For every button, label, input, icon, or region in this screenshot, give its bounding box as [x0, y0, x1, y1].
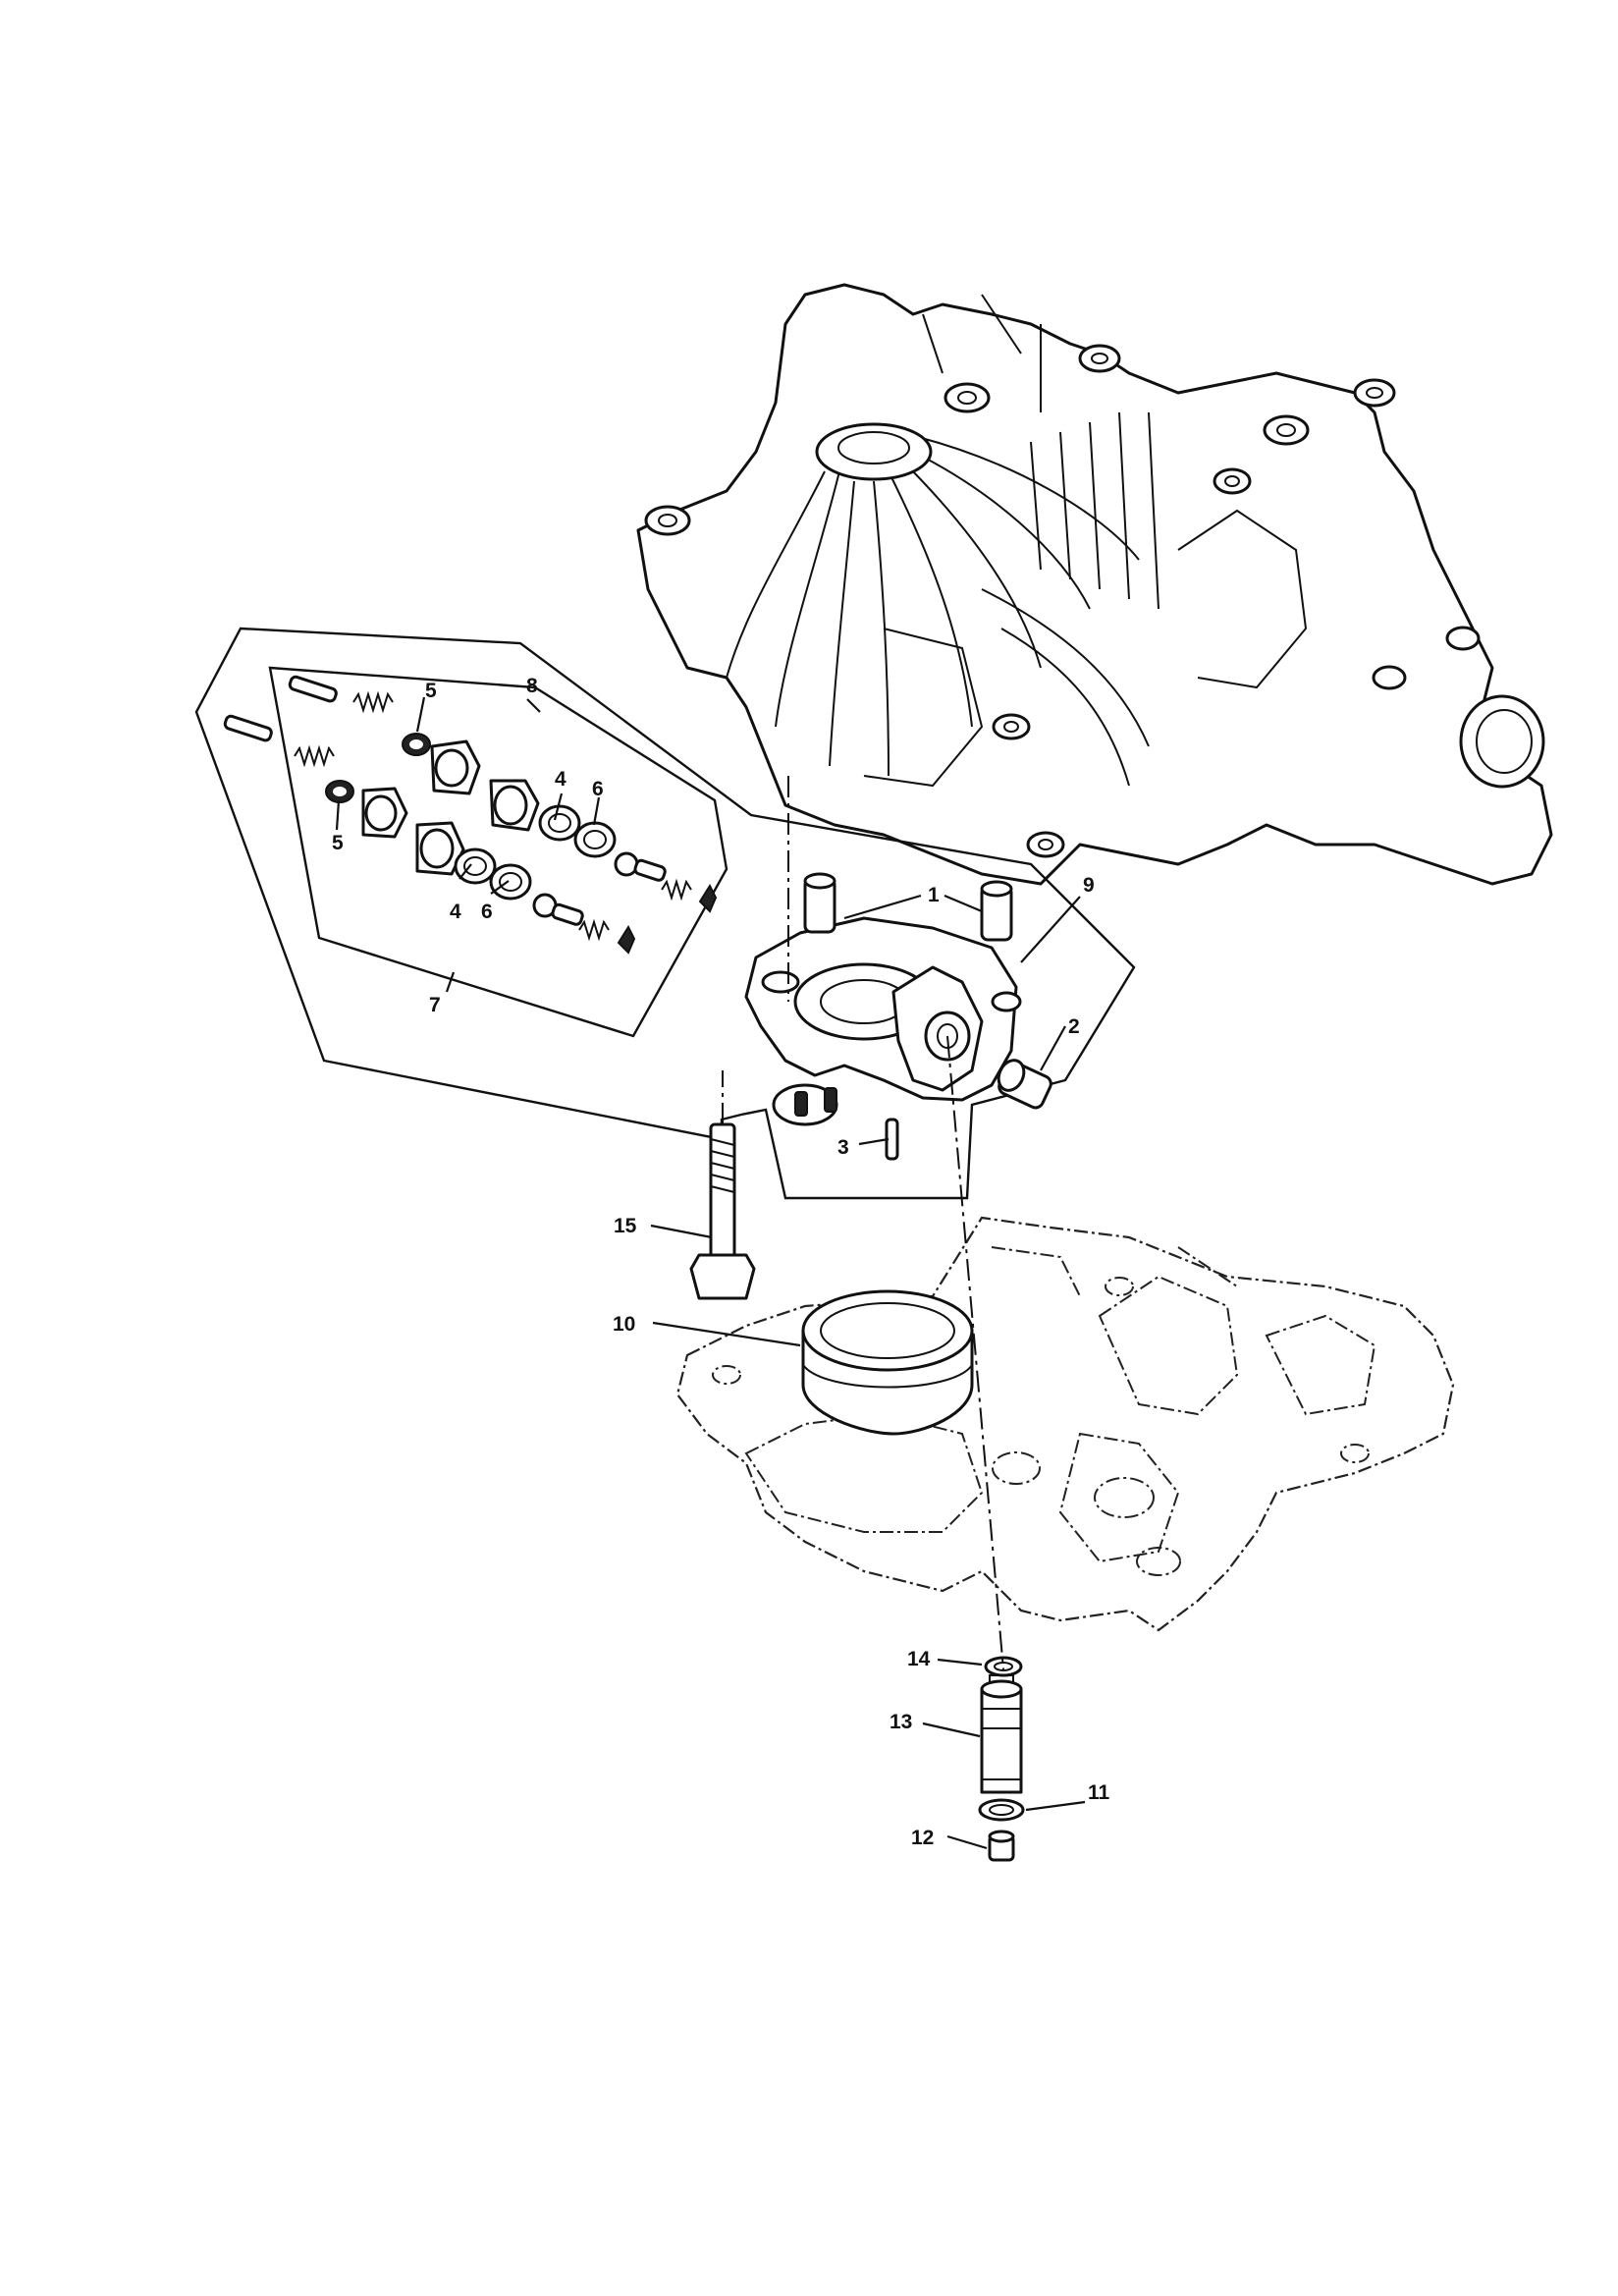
upper-housing: [636, 283, 1553, 886]
valve-row-lower: [223, 714, 636, 955]
callout-15: 15: [614, 1215, 637, 1237]
valve-body-stack: [978, 1656, 1025, 1862]
callout-14: 14: [907, 1648, 931, 1670]
callout-6-lower: 6: [481, 901, 493, 923]
o-ring: [978, 1798, 1025, 1822]
kit-boundary: [194, 627, 1136, 1200]
bolt: [689, 1122, 756, 1300]
assembly-centerlines: [722, 776, 1004, 1670]
callout-9: 9: [1083, 874, 1095, 897]
callout-2: 2: [1068, 1015, 1080, 1038]
callout-11: 11: [1088, 1781, 1110, 1804]
callout-12: 12: [911, 1827, 934, 1849]
leader-lines: [335, 696, 1086, 1850]
bushing: [997, 1059, 1052, 1110]
mounting-bosses: [644, 344, 1481, 858]
callout-5-lower: 5: [332, 832, 344, 854]
callout-6-upper: 6: [592, 778, 604, 800]
callouts: 1 2 3 4 4 5 5 6 6 7 8 9 10 11 12 13 14 1…: [332, 675, 1110, 1849]
callout-4-upper: 4: [555, 768, 566, 791]
callout-3: 3: [837, 1136, 849, 1159]
valve-kit-outline-8: [268, 666, 728, 1038]
callout-1: 1: [928, 884, 940, 906]
seal-ring: [801, 1289, 974, 1436]
callout-5-upper: 5: [425, 680, 437, 702]
cooling-fins: [726, 411, 1160, 787]
callout-10: 10: [613, 1313, 635, 1336]
callout-13: 13: [890, 1711, 912, 1733]
callout-4-lower: 4: [450, 901, 461, 923]
lower-housing: [675, 1216, 1455, 1632]
dowel-pins: [803, 872, 1013, 942]
valve-row-upper: [288, 675, 718, 913]
callout-7: 7: [429, 994, 441, 1016]
callout-8: 8: [526, 675, 538, 697]
center-section: [744, 916, 1022, 1126]
